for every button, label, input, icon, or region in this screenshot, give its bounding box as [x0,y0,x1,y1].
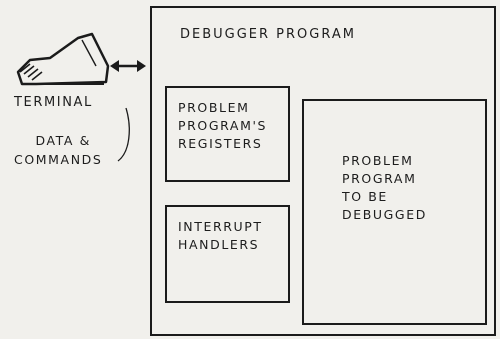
problem-program-label: PROBLEM PROGRAM TO BE DEBUGGED [342,152,427,224]
debugger-program-title: DEBUGGER PROGRAM [180,27,356,42]
callout-line [117,107,130,162]
interrupt-handlers-label: INTERRUPT HANDLERS [178,218,263,254]
debugger-program-box [150,6,496,336]
interrupt-handlers-box [165,205,290,303]
registers-line1: PROBLEM [178,100,250,115]
problem-line4: DEBUGGED [342,207,427,222]
double-arrow-icon [110,60,146,72]
terminal-icon [16,32,110,86]
interrupt-line1: INTERRUPT [178,219,263,234]
registers-line3: REGISTERS [178,136,263,151]
problem-line3: TO BE [342,189,388,204]
registers-box [165,86,290,182]
problem-line1: PROBLEM [342,153,414,168]
registers-label: PROBLEM PROGRAM'S REGISTERS [178,99,267,153]
terminal-label: TERMINAL [14,95,93,110]
data-commands-label: DATA & COMMANDS [14,131,102,169]
problem-line2: PROGRAM [342,171,417,186]
problem-program-box [302,99,487,325]
interrupt-line2: HANDLERS [178,237,260,252]
data-commands-line1: DATA & [35,133,91,148]
registers-line2: PROGRAM'S [178,118,268,133]
data-commands-line2: COMMANDS [14,152,103,167]
